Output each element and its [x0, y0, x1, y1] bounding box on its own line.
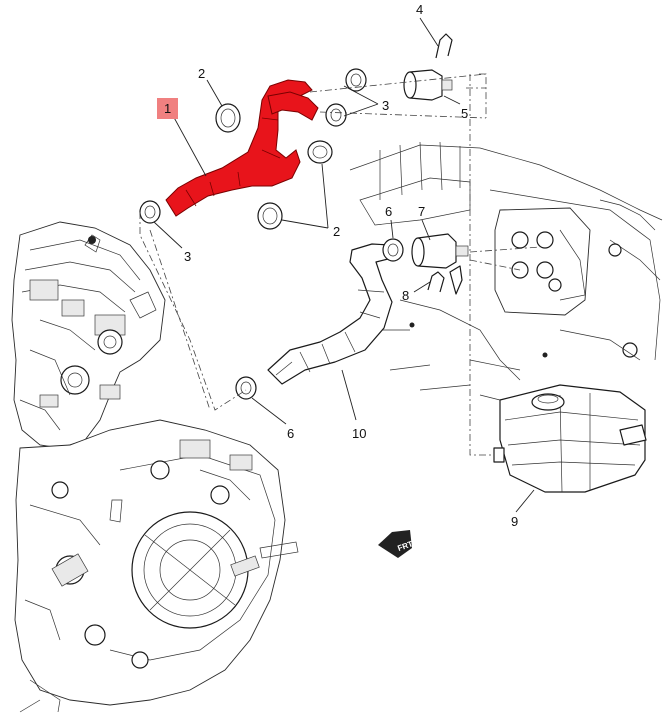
callout-2-top: 2: [198, 66, 205, 81]
callout-1-highlight: [157, 98, 178, 119]
engine-transaxle-assembly: [11, 221, 299, 713]
quick-connector-5: [403, 69, 453, 101]
heater-inlet-hose: [165, 79, 319, 217]
callout-3-left: 3: [184, 249, 191, 264]
quick-connector-7: [411, 233, 469, 269]
fastener: [449, 265, 463, 295]
callout-9: 9: [511, 514, 518, 529]
radiator-outlet-hose: [267, 243, 393, 385]
clamp-3-left: [139, 200, 161, 224]
callout-4: 4: [416, 2, 423, 17]
callout-1: 1: [164, 101, 171, 116]
clamp-2-lower: [257, 202, 283, 230]
callout-3-top: 3: [382, 98, 389, 113]
callout-6-bottom: 6: [287, 426, 294, 441]
callout-10: 10: [352, 426, 366, 441]
clamp-3-upper-a: [345, 68, 367, 92]
clamp-6-lower: [235, 376, 257, 400]
clamp-3-upper-b: [325, 103, 347, 127]
front-direction-marker: FRT: [378, 530, 414, 558]
connection-lines: [139, 73, 541, 456]
retainer-clip-4: [435, 33, 453, 59]
clamp-2-middle: [307, 140, 333, 164]
body-structure: [349, 141, 663, 418]
callout-labels: 1 2 2 3 3 4 5 6 6 7 8 9 10: [157, 2, 518, 529]
coolant-reservoir: [493, 384, 647, 493]
callout-6-top: 6: [385, 204, 392, 219]
callout-8: 8: [402, 288, 409, 303]
callout-2-bottom: 2: [333, 224, 340, 239]
retainer-clip-8: [427, 271, 445, 293]
front-arrow-icon: [378, 530, 412, 558]
callout-5: 5: [461, 106, 468, 121]
leader-lines: [153, 17, 535, 513]
callout-7: 7: [418, 204, 425, 219]
clamp-2-upper: [215, 103, 241, 133]
clamp-6-upper: [382, 238, 404, 262]
